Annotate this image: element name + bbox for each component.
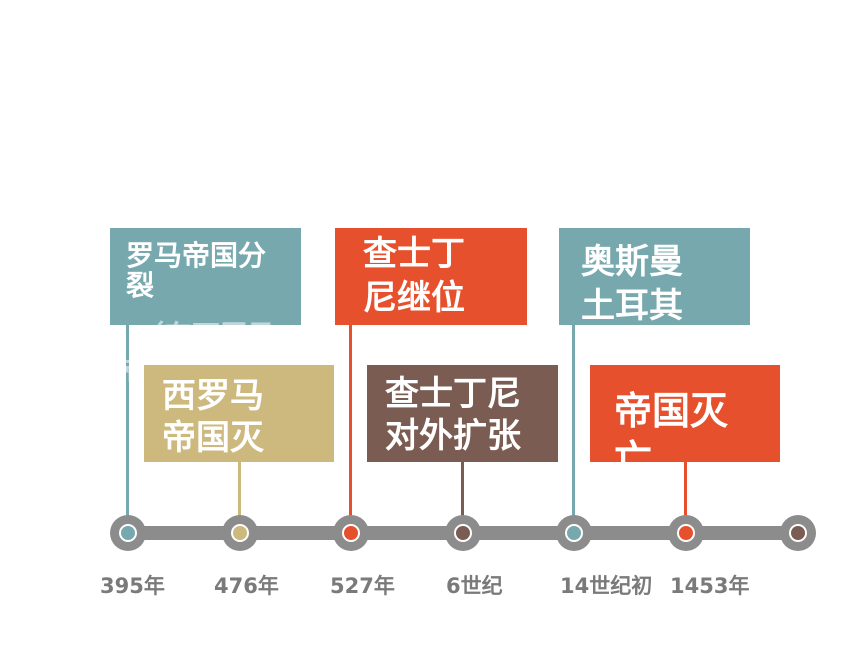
year-label-476: 476年 [214, 574, 279, 598]
event-label-14c-line1: 奥斯曼 [581, 242, 683, 282]
node-dot-1453 [677, 524, 695, 542]
node-14c [556, 515, 592, 551]
stem-527 [349, 325, 352, 525]
stem-395 [126, 325, 129, 525]
event-box-1453: 帝国灭 亡 [590, 365, 780, 462]
year-label-395: 395年 [100, 574, 165, 598]
event-label-476-line2: 帝国灭 [162, 418, 264, 458]
event-box-527: 查士丁 尼继位 [335, 228, 527, 325]
year-label-1453: 1453年 [670, 574, 750, 598]
year-label-6c: 6世纪 [446, 574, 503, 598]
node-476 [222, 515, 258, 551]
event-label-395-line2: 裂 [126, 269, 155, 302]
event-label-527-line1: 查士丁 [363, 234, 465, 274]
event-label-395-line1: 罗马帝国分 [126, 239, 267, 272]
node-dot-476 [231, 524, 249, 542]
node-527 [333, 515, 369, 551]
node-dot-395 [119, 524, 137, 542]
event-label-6c-line1: 查士丁尼 [385, 374, 521, 414]
stem-14c [572, 325, 575, 525]
node-395 [110, 515, 146, 551]
event-label-1453-line1: 帝国灭 [614, 389, 729, 433]
event-box-395: 罗马帝国分 裂 [110, 228, 301, 325]
node-dot-527 [342, 524, 360, 542]
node-end [780, 515, 816, 551]
event-label-14c-overflow: 人兴 [581, 325, 649, 361]
stem-6c [461, 462, 464, 525]
year-label-527: 527年 [330, 574, 395, 598]
event-label-6c-line2: 对外扩张 [385, 416, 521, 456]
event-box-14c: 奥斯曼 土耳其 [559, 228, 750, 325]
stem-1453 [684, 462, 687, 525]
year-label-14c: 14世纪初 [560, 574, 653, 598]
node-dot-6c [454, 524, 472, 542]
event-box-476: 西罗马 帝国灭 [144, 365, 334, 462]
node-dot-14c [565, 524, 583, 542]
stem-476 [238, 462, 241, 525]
event-label-527-line2: 尼继位 [363, 278, 465, 318]
node-1453 [668, 515, 704, 551]
event-box-6c: 查士丁尼 对外扩张 [367, 365, 558, 462]
event-label-476-line1: 西罗马 [162, 376, 264, 416]
node-6c [445, 515, 481, 551]
node-dot-end [789, 524, 807, 542]
event-label-1453-line2: 亡 [614, 437, 653, 462]
event-label-14c-line2: 土耳其 [581, 286, 683, 325]
